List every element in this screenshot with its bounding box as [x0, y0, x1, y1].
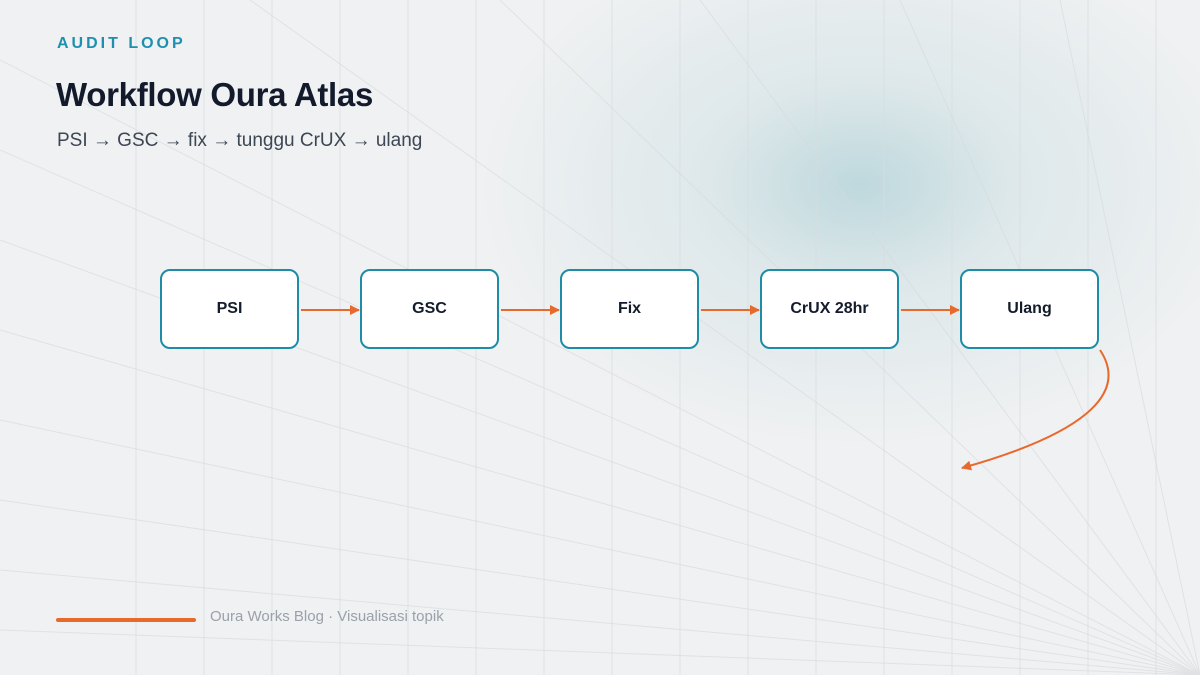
eyebrow-label: AUDIT LOOP	[57, 35, 186, 52]
flow-step-crux: CrUX 28hr	[760, 269, 899, 349]
footer-accent-bar	[56, 618, 196, 622]
flow-step-psi: PSI	[160, 269, 299, 349]
page-title: Workflow Oura Atlas	[56, 76, 374, 113]
loop-back-arrow	[961, 349, 1110, 471]
footer-caption: Oura Works Blog · Visualisasi topik	[210, 608, 444, 625]
flow-step-gsc: GSC	[360, 269, 499, 349]
flow-step-fix: Fix	[560, 269, 699, 349]
flow-step-ulang: Ulang	[960, 269, 1099, 349]
page-subtitle: PSI → GSC → fix → tunggu CrUX → ulang	[57, 130, 423, 151]
